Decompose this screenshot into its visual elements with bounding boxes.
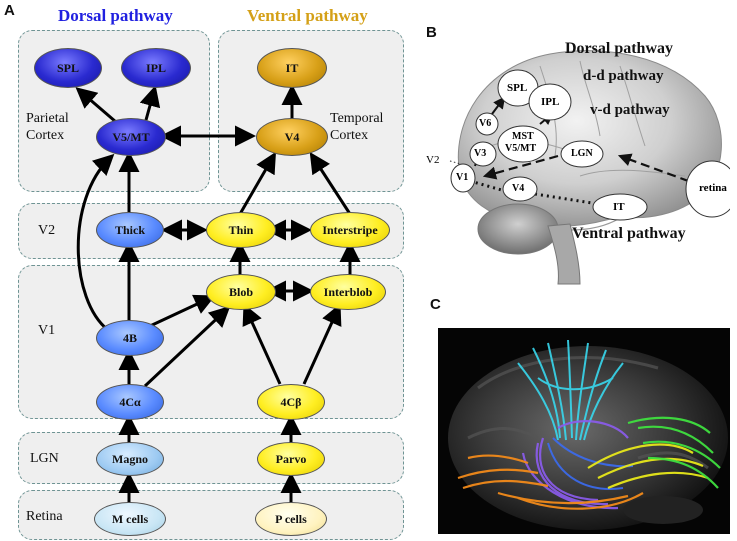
4c-beta-node: 4Cβ xyxy=(257,384,325,420)
b-vd-label: v-d pathway xyxy=(590,102,670,118)
b-mst-text: MST xyxy=(512,131,534,142)
v2-label: V2 xyxy=(38,223,56,238)
magno-node: Magno xyxy=(96,442,164,476)
blob-node: Blob xyxy=(206,274,276,310)
v4-node: V4 xyxy=(256,118,328,156)
b-v6-text: V6 xyxy=(479,118,492,129)
4b-node: 4B xyxy=(96,320,164,356)
retina-region xyxy=(18,490,404,540)
panel-c-letter: C xyxy=(430,296,441,313)
lgn-region xyxy=(18,432,404,484)
b-dorsal-label: Dorsal pathway xyxy=(565,40,674,57)
b-v1-circle xyxy=(450,163,476,193)
b-retina-text: retina xyxy=(699,182,727,194)
dorsal-pathway-title: Dorsal pathway xyxy=(58,6,173,25)
it-node: IT xyxy=(257,48,327,88)
parvo-node: Parvo xyxy=(257,442,325,476)
b-ipl-text: IPL xyxy=(541,96,560,108)
v5mt-node: V5/MT xyxy=(96,118,166,156)
temporal-cortex-text: Temporal Cortex xyxy=(330,111,384,143)
b-it-text: IT xyxy=(613,201,625,213)
retina-label: Retina xyxy=(26,509,63,524)
b-v3-circle xyxy=(469,141,497,167)
tractography-image xyxy=(438,328,730,534)
b-retina-circle xyxy=(685,160,730,218)
b-spl-text: SPL xyxy=(507,82,528,94)
parietal-cortex-text: Parietal Cortex xyxy=(26,111,69,143)
panel-b-letter: B xyxy=(426,24,437,41)
b-mst-circle xyxy=(497,125,549,163)
b-v1-text: V1 xyxy=(456,172,469,183)
interstripe-node: Interstripe xyxy=(310,212,390,248)
b-lgn-circle xyxy=(560,140,604,168)
b-v5mt-text: V5/MT xyxy=(505,143,537,154)
b-v4-text: V4 xyxy=(512,183,525,194)
m-cells-node: M cells xyxy=(94,502,166,536)
4c-alpha-node: 4Cα xyxy=(96,384,164,420)
b-ventral-label: Ventral pathway xyxy=(572,225,686,242)
v1-label: V1 xyxy=(38,323,56,338)
b-v2-text: V2 xyxy=(426,154,440,166)
b-lgn-text: LGN xyxy=(571,148,593,159)
b-ipl-circle xyxy=(528,83,572,121)
parietal-cortex-label: Parietal Cortex xyxy=(26,110,69,144)
panel-a-arrows xyxy=(75,84,361,504)
ventral-pathway-title: Ventral pathway xyxy=(247,6,368,25)
interblob-node: Interblob xyxy=(310,274,386,310)
b-it-circle xyxy=(592,193,648,221)
b-dd-label: d-d pathway xyxy=(583,68,664,84)
spl-node: SPL xyxy=(34,48,102,88)
brain-illustration xyxy=(449,50,730,285)
b-v4-circle xyxy=(502,176,538,202)
b-v3-text: V3 xyxy=(474,148,487,159)
thin-node: Thin xyxy=(206,212,276,248)
temporal-cortex-label: Temporal Cortex xyxy=(330,110,383,144)
panel-a-letter: A xyxy=(4,2,15,19)
cerebellum xyxy=(477,203,559,255)
ipl-node: IPL xyxy=(121,48,191,88)
lgn-label: LGN xyxy=(30,451,59,466)
p-cells-node: P cells xyxy=(255,502,327,536)
b-v6-circle xyxy=(475,112,499,136)
thick-node: Thick xyxy=(96,212,164,248)
mri-brain-slice xyxy=(448,346,728,530)
